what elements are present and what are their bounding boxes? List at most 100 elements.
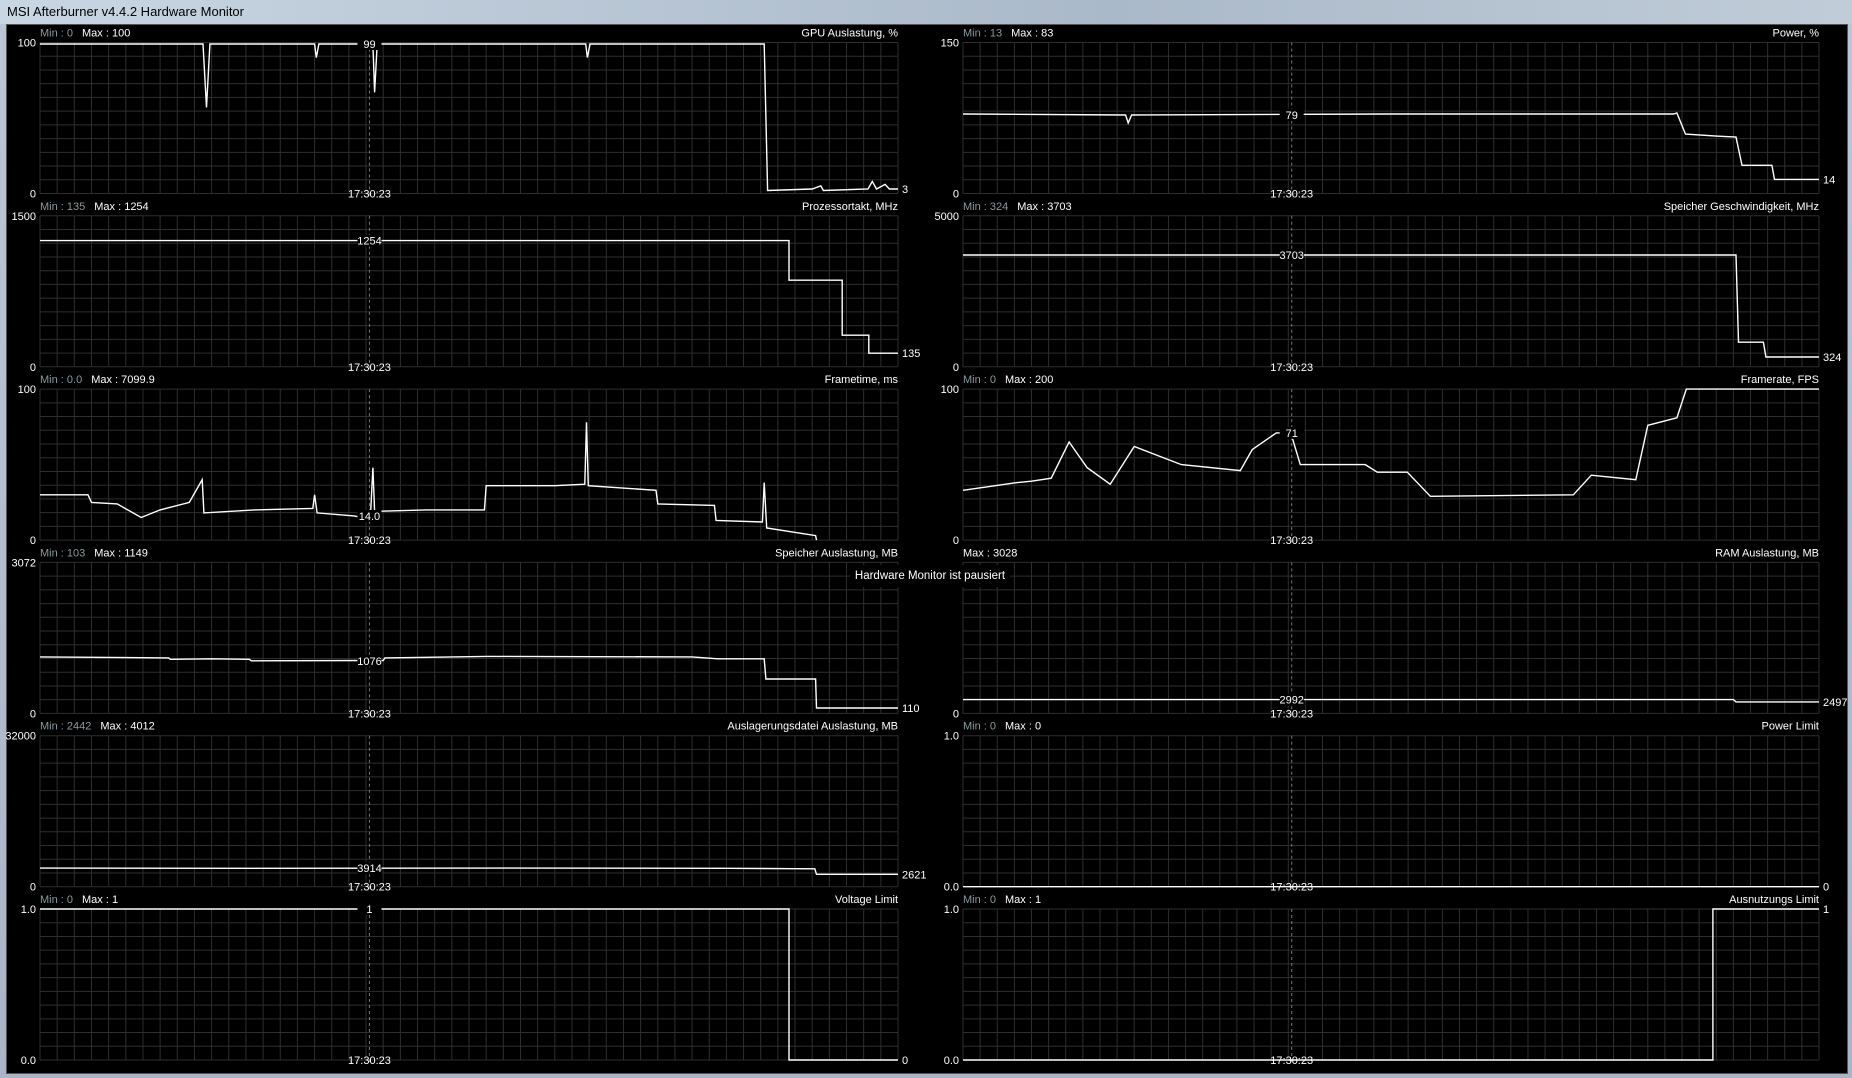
series-line xyxy=(39,867,898,875)
min-label: Min : 0 xyxy=(40,894,73,906)
cursor-value: 1076 xyxy=(357,656,381,668)
y-tick-bottom: 0 xyxy=(30,189,36,201)
y-tick-top: 100 xyxy=(18,384,36,396)
grid xyxy=(39,561,899,714)
cursor-value-bg xyxy=(357,38,382,51)
series-line xyxy=(962,112,1819,181)
end-value: 110 xyxy=(902,703,920,715)
max-label: Max : 1 xyxy=(1005,894,1041,906)
min-label: Min : 13 xyxy=(963,28,1002,40)
grid xyxy=(962,42,1820,194)
min-label: Min : 324 xyxy=(963,201,1008,213)
y-tick-bottom: 0 xyxy=(953,535,959,547)
cursor-value: 71 xyxy=(1286,428,1298,440)
cursor-time-label: 17:30:23 xyxy=(348,708,391,720)
cursor-value: 1 xyxy=(366,904,372,916)
y-tick-bottom: 0 xyxy=(30,362,36,374)
cursor-value-bg xyxy=(357,903,382,915)
max-label: Max : 1 xyxy=(82,894,118,906)
grid xyxy=(39,735,899,888)
graph-title: Speicher Geschwindigkeit, MHz xyxy=(1664,201,1819,213)
end-value: 1 xyxy=(1823,904,1829,916)
min-label: Min : 2442 xyxy=(40,721,91,733)
graph-title: Framerate, FPS xyxy=(1741,374,1819,386)
cursor-time-label: 17:30:23 xyxy=(1270,189,1313,201)
grid xyxy=(962,908,1820,1061)
graph-title: Prozessortakt, MHz xyxy=(802,201,898,213)
grid xyxy=(962,735,1820,888)
y-tick-top: 1.0 xyxy=(21,904,36,916)
graph-area[interactable] xyxy=(6,24,1848,1074)
max-label: Max : 7099.9 xyxy=(91,374,155,386)
y-tick-top: 1.0 xyxy=(944,904,959,916)
graph-title: GPU Auslastung, % xyxy=(801,28,898,40)
y-tick-bottom: 0 xyxy=(953,708,959,720)
graph-title: Auslagerungsdatei Auslastung, MB xyxy=(727,721,898,733)
y-tick-bottom: 0 xyxy=(953,362,959,374)
max-label: Max : 100 xyxy=(82,28,130,40)
y-tick-bottom: 0 xyxy=(953,189,959,201)
window-title: MSI Afterburner v4.4.2 Hardware Monitor xyxy=(7,4,244,19)
cursor-time-label: 17:30:23 xyxy=(1270,708,1313,720)
graph-title: Ausnutzungs Limit xyxy=(1729,894,1819,906)
cursor-time-label: 17:30:23 xyxy=(348,189,391,201)
cursor-time-label: 17:30:23 xyxy=(1270,362,1313,374)
y-tick-top: 32000 xyxy=(5,731,36,743)
cursor-value: 3703 xyxy=(1279,250,1303,262)
cursor-time-label: 17:30:23 xyxy=(1270,1055,1313,1067)
grid xyxy=(39,388,899,541)
graph-title: Power, % xyxy=(1773,28,1820,40)
min-label: Min : 0 xyxy=(963,894,996,906)
y-tick-bottom: 0 xyxy=(30,708,36,720)
grid xyxy=(962,561,1820,714)
cursor-time-label: 17:30:23 xyxy=(1270,882,1313,894)
y-tick-top: 1500 xyxy=(12,211,36,223)
grid xyxy=(962,388,1820,541)
y-tick-bottom: 0.0 xyxy=(944,882,959,894)
series-line xyxy=(963,908,1819,1061)
end-value: 2497 xyxy=(1823,697,1847,709)
grid xyxy=(39,215,899,368)
cursor-value-bg xyxy=(357,509,382,522)
cursor-value: 79 xyxy=(1286,110,1298,122)
cursor-value: 2992 xyxy=(1279,695,1303,707)
graph-title: RAM Auslastung, MB xyxy=(1715,547,1819,559)
max-label: Max : 3028 xyxy=(963,547,1017,559)
min-label: Min : 0 xyxy=(963,721,996,733)
max-label: Max : 200 xyxy=(1005,374,1053,386)
y-tick-top: 100 xyxy=(18,38,36,50)
y-tick-top: 100 xyxy=(941,384,959,396)
cursor-time-label: 17:30:23 xyxy=(348,1055,391,1067)
graph-panel-7[interactable]: Max : 3028 RAM Auslastung, MB 0 17:30:23299… xyxy=(953,547,1848,720)
y-tick-bottom: 0 xyxy=(30,882,36,894)
max-label: Max : 3703 xyxy=(1017,201,1071,213)
cursor-time-label: 17:30:23 xyxy=(1270,535,1313,547)
cursor-time-label: 17:30:23 xyxy=(348,362,391,374)
end-value: 2621 xyxy=(902,869,926,881)
cursor-value-bg xyxy=(1279,248,1304,261)
cursor-value-bg xyxy=(1279,426,1304,439)
graph-panel-0[interactable]: Min : 0 Max : 100 GPU Auslastung, % 100 0 17:… xyxy=(18,28,908,201)
graph-title: Power Limit xyxy=(1762,721,1819,733)
cursor-value-bg xyxy=(357,234,382,247)
min-label: Min : 0.0 xyxy=(40,374,82,386)
graph-panel-3[interactable]: Min : 324 Max : 3703 Speicher Geschwindigk… xyxy=(935,201,1842,374)
title-bar[interactable]: MSI Afterburner v4.4.2 Hardware Monitor xyxy=(0,0,1852,24)
max-label: Max : 1254 xyxy=(94,201,148,213)
min-label: Min : 0 xyxy=(40,28,73,40)
end-value: 3 xyxy=(902,184,908,196)
end-value: 324 xyxy=(1823,352,1841,364)
max-label: Max : 0 xyxy=(1005,721,1041,733)
series-line xyxy=(40,239,898,354)
